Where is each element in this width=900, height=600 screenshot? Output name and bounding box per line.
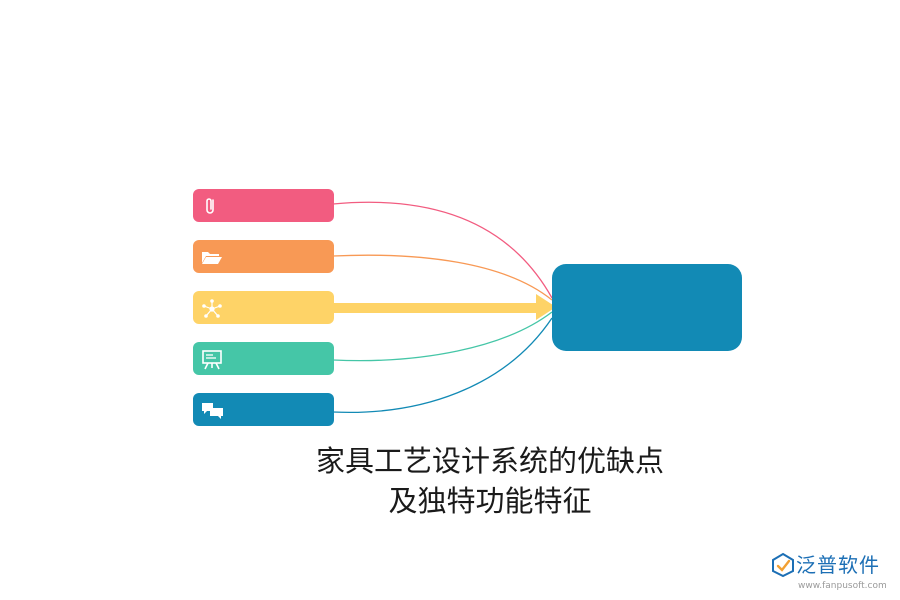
topic-item-2: [193, 240, 334, 273]
connector-5: [332, 317, 553, 414]
topic-item-5: [193, 393, 334, 426]
connector-3-arrowhead: [536, 294, 556, 320]
brand-logo: 泛普软件 www.fanpusoft.com: [770, 550, 894, 594]
chat-icon: [201, 400, 223, 420]
presentation-icon: [201, 349, 222, 370]
topic-item-3: [193, 291, 334, 324]
fanpu-logo-icon: [772, 552, 794, 578]
connector-1: [332, 201, 553, 299]
topic-item-4: [193, 342, 334, 375]
paperclip-icon: [201, 196, 221, 216]
central-topic-box: [552, 264, 742, 351]
connector-4: [332, 311, 553, 362]
topic-item-1: [193, 189, 334, 222]
diagram-title: 家具工艺设计系统的优缺点 及独特功能特征: [240, 441, 740, 521]
brand-url: www.fanpusoft.com: [798, 581, 887, 591]
folder-icon: [201, 247, 222, 267]
title-line-2: 及独特功能特征: [388, 484, 592, 518]
title-line-1: 家具工艺设计系统的优缺点: [315, 444, 664, 478]
brand-name: 泛普软件: [796, 553, 880, 577]
network-icon: [201, 298, 222, 318]
connector-2: [332, 254, 553, 301]
